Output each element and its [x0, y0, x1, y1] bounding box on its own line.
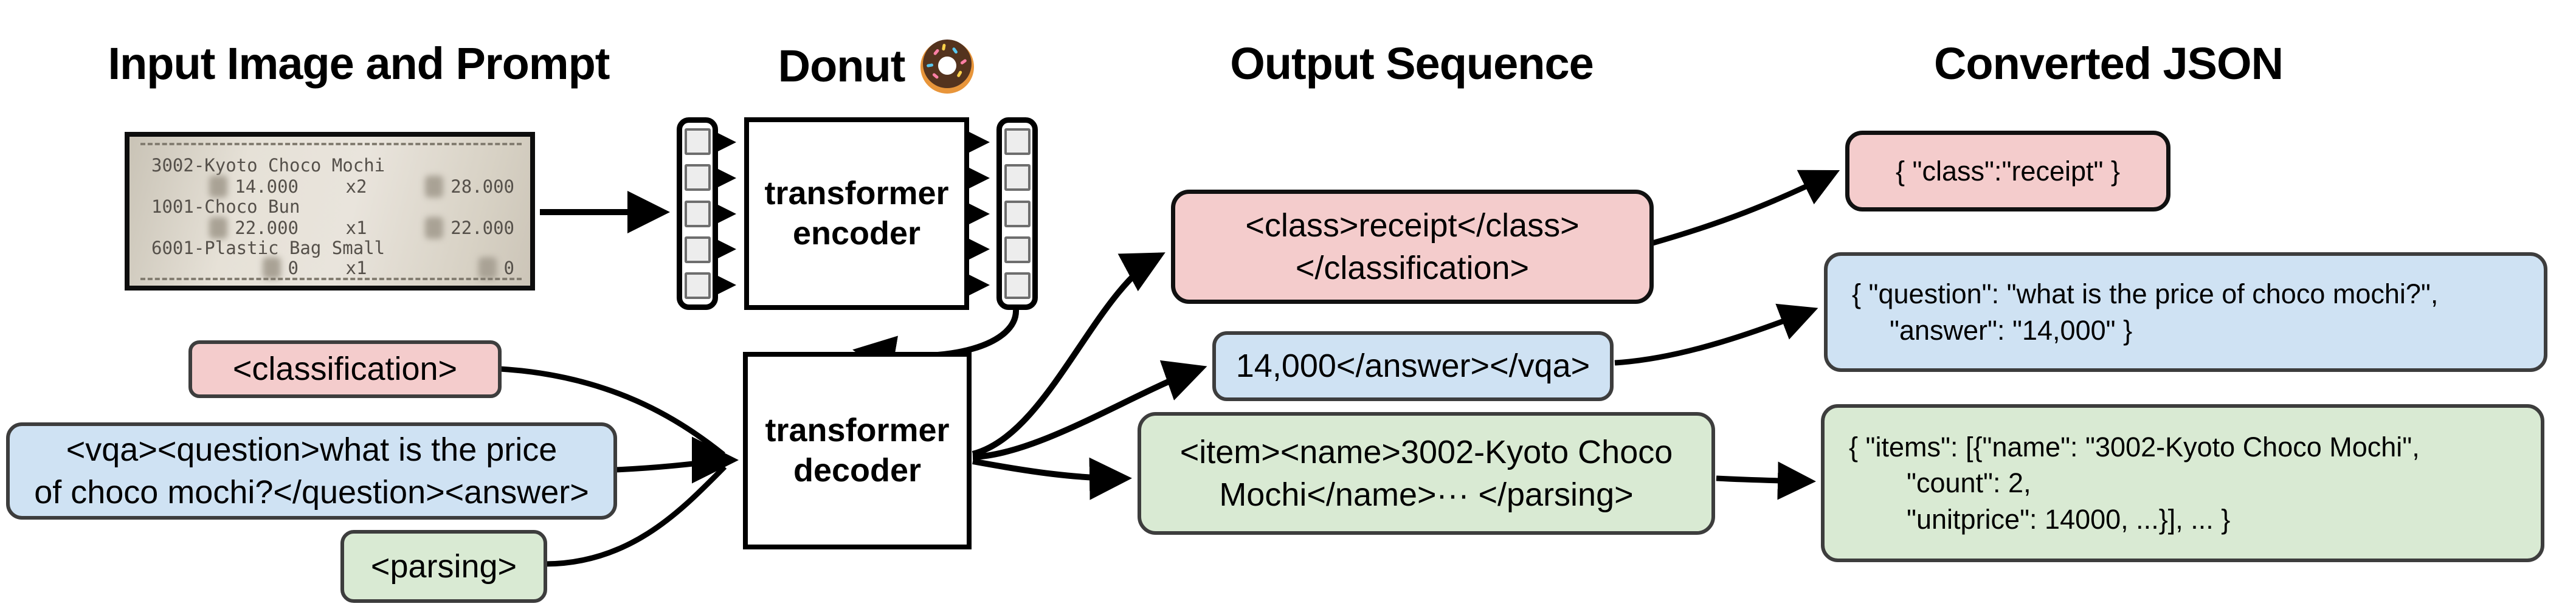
heading-input-image-and-prompt: Input Image and Prompt [108, 38, 610, 89]
transformer-decoder-box: transformer decoder [743, 352, 972, 549]
receipt-qty: x2 [345, 176, 367, 197]
json-vqa-box: { "question": "what is the price of choc… [1824, 252, 2547, 372]
json-vqa-line2: "answer": "14,000" } [1890, 314, 2133, 346]
receipt-dashed-rule-top [140, 143, 522, 145]
arrow-vqa-to-decoder [615, 457, 724, 473]
image-patch [684, 236, 711, 263]
receipt-total: 28.000 [451, 176, 514, 197]
decoder-label-line2: decoder [793, 452, 922, 489]
prompt-vqa-line2: of choco mochi?</question><answer> [34, 474, 589, 511]
heading-donut-label: Donut [778, 40, 906, 91]
receipt-amount-row: 14.000 x2 28.000 [129, 176, 530, 198]
prompt-vqa-line1: <vqa><question>what is the price [66, 431, 558, 468]
blurred-currency-blob [478, 257, 497, 279]
embedding-patch [1004, 164, 1031, 191]
receipt-price: 0 [288, 258, 299, 278]
json-parsing-line2: "count": 2, [1907, 467, 2031, 499]
image-patch [684, 200, 711, 227]
arrow-class-output-to-json [1651, 170, 1840, 246]
image-patch [684, 128, 711, 155]
output-parsing-box: <item><name>3002-Kyoto Choco Mochi</name… [1138, 412, 1715, 535]
receipt-total: 22.000 [451, 218, 514, 238]
donut-icon [917, 35, 978, 96]
json-classification-box: { "class":"receipt" } [1845, 131, 2170, 211]
receipt-item-name: 3002-Kyoto Choco Mochi [151, 155, 385, 176]
output-vqa-text: 14,000</answer></vqa> [1235, 348, 1590, 385]
decoder-label-line1: transformer [765, 411, 950, 449]
output-classification-line2: </classification> [1295, 250, 1530, 286]
receipt-qty: x1 [345, 258, 367, 278]
output-classification-box: <class>receipt</class> </classification> [1171, 190, 1654, 304]
blurred-currency-blob [209, 217, 228, 239]
receipt-amount-row: 22.000 x1 22.000 [129, 217, 530, 239]
arrow-vqa-output-to-json [1614, 303, 1818, 366]
embedding-patch [1004, 236, 1031, 263]
arrow-decoder-to-class-output [972, 252, 1165, 457]
output-parsing-line1: <item><name>3002-Kyoto Choco [1179, 433, 1673, 470]
embedding-patch [1004, 200, 1031, 227]
arrow-decoder-to-vqa-output [972, 360, 1207, 460]
heading-output-sequence: Output Sequence [1230, 38, 1594, 89]
input-receipt-image: 3002-Kyoto Choco Mochi 14.000 x2 28.000 … [125, 132, 535, 291]
transformer-encoder-box: transformer encoder [744, 117, 969, 310]
embedding-patch [1004, 272, 1031, 299]
arrow-parsing-output-to-json [1716, 461, 1816, 500]
heading-converted-json: Converted JSON [1933, 38, 2284, 89]
receipt-item-name: 1001-Choco Bun [151, 196, 300, 217]
receipt-dashed-rule-bottom [140, 278, 522, 280]
arrow-embeddings-to-decoder [852, 309, 1020, 378]
receipt-total: 0 [503, 258, 514, 278]
input-patch-column [677, 117, 718, 310]
encoded-embedding-column [996, 117, 1038, 310]
prompt-classification-text: <classification> [232, 351, 458, 388]
encoder-label-line2: encoder [792, 215, 921, 252]
json-parsing-box: { "items": [{"name": "3002-Kyoto Choco M… [1821, 404, 2544, 562]
image-patch [684, 164, 711, 191]
json-parsing-line3: "unitprice": 14000, ...}], ... } [1907, 503, 2231, 535]
prompt-parsing-box: <parsing> [340, 530, 547, 603]
json-parsing-line1: { "items": [{"name": "3002-Kyoto Choco M… [1849, 431, 2420, 462]
prompt-classification-box: <classification> [188, 340, 502, 398]
receipt-qty: x1 [345, 218, 367, 238]
blurred-currency-blob [209, 176, 228, 198]
prompt-vqa-box: <vqa><question>what is the price of choc… [6, 422, 617, 520]
receipt-price: 22.000 [235, 218, 299, 238]
encoder-label-line1: transformer [764, 174, 949, 211]
image-patch [684, 272, 711, 299]
receipt-price: 14.000 [235, 176, 299, 197]
output-classification-line1: <class>receipt</class> [1245, 207, 1580, 244]
blurred-currency-blob [425, 176, 444, 198]
receipt-amount-row: 0 x1 0 [129, 257, 530, 279]
arrow-decoder-to-parsing-output [972, 457, 1132, 500]
prompt-parsing-text: <parsing> [370, 548, 517, 585]
json-vqa-line1: { "question": "what is the price of choc… [1852, 278, 2439, 310]
output-vqa-box: 14,000</answer></vqa> [1212, 331, 1614, 401]
blurred-currency-blob [425, 217, 444, 239]
json-classification-line1: { "class":"receipt" } [1895, 155, 2121, 187]
output-parsing-line2: Mochi</name>··· </parsing> [1219, 476, 1634, 513]
receipt-item-name: 6001-Plastic Bag Small [151, 238, 385, 258]
heading-donut: Donut [756, 35, 1000, 96]
blurred-currency-blob [262, 257, 281, 279]
embedding-patch [1004, 128, 1031, 155]
arrow-parsing-to-decoder [544, 464, 727, 567]
